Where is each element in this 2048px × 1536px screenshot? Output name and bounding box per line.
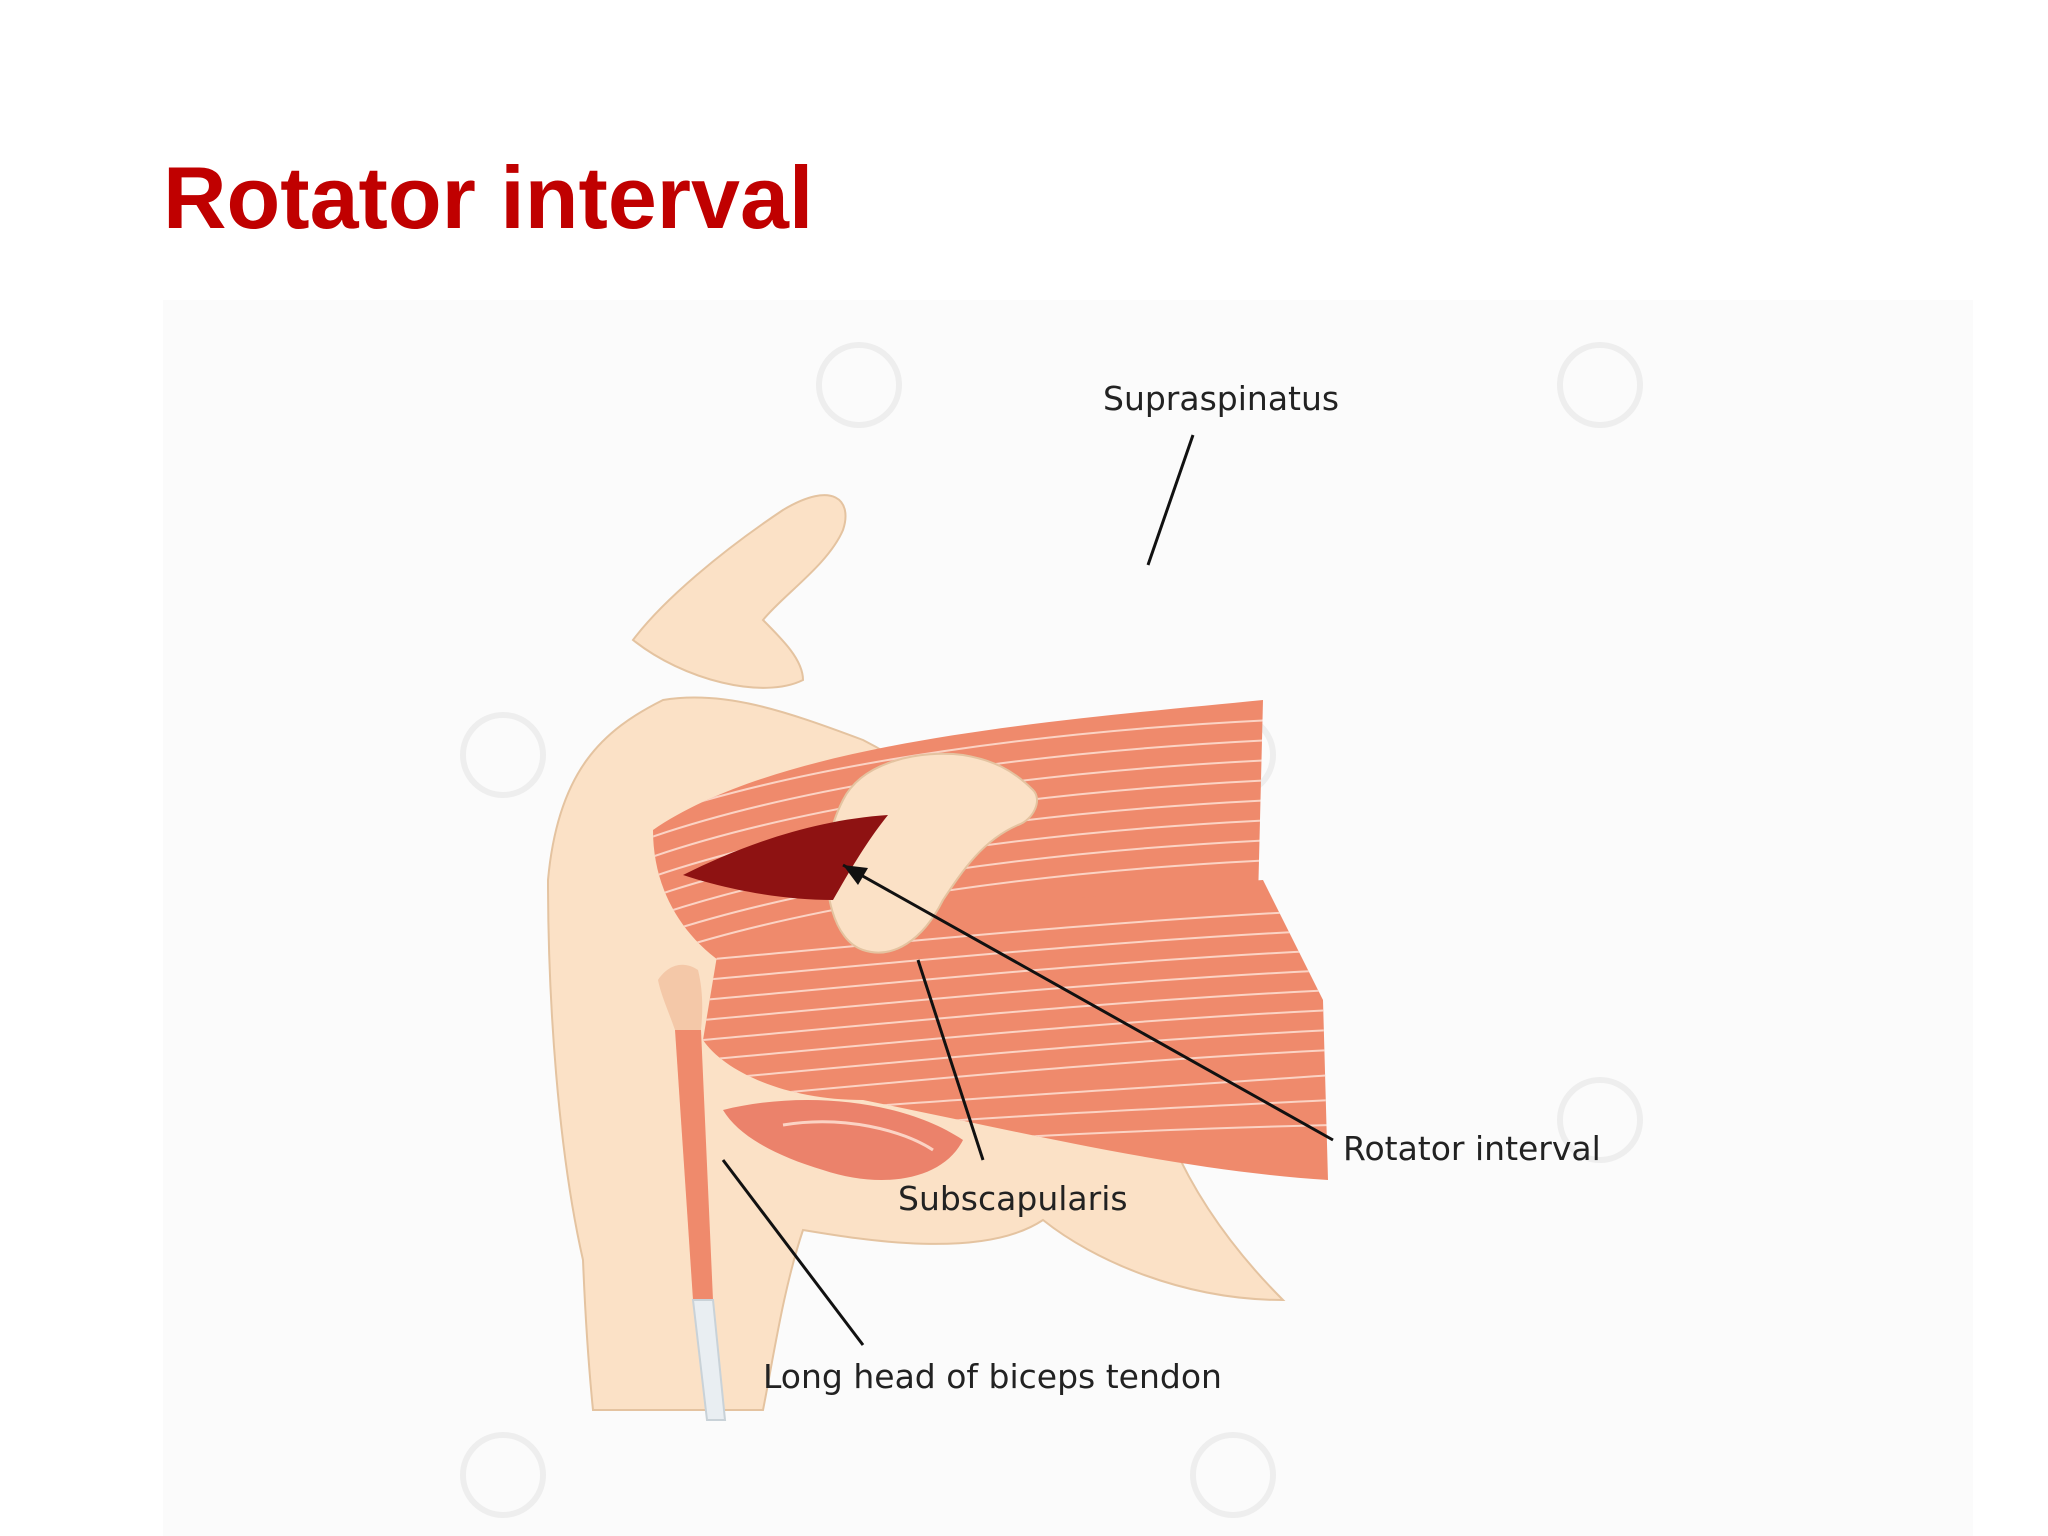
subscapularis-muscle	[703, 880, 1328, 1180]
arrowhead	[843, 865, 868, 885]
leader-lines	[721, 434, 1334, 1346]
rotator-interval-arrow	[842, 863, 1334, 1142]
subscapularis-leader	[916, 959, 985, 1161]
biceps-tendon	[658, 964, 727, 1421]
shoulder-anatomy-figure: Supraspinatus Rotator interval Subscapul…	[163, 300, 1973, 1536]
rotator-interval-gap	[683, 815, 888, 900]
supraspinatus-leader	[1146, 434, 1195, 566]
label-supraspinatus: Supraspinatus	[1103, 379, 1339, 418]
label-subscapularis: Subscapularis	[898, 1179, 1128, 1218]
scapula-process	[631, 494, 847, 689]
page-title: Rotator interval	[163, 148, 814, 247]
shoulder-anatomy-illustration: Supraspinatus Rotator interval Subscapul…	[460, 342, 1643, 1518]
label-rotator-interval: Rotator interval	[1343, 1129, 1601, 1168]
label-biceps-tendon: Long head of biceps tendon	[763, 1357, 1222, 1396]
biceps-leader	[721, 1159, 865, 1346]
